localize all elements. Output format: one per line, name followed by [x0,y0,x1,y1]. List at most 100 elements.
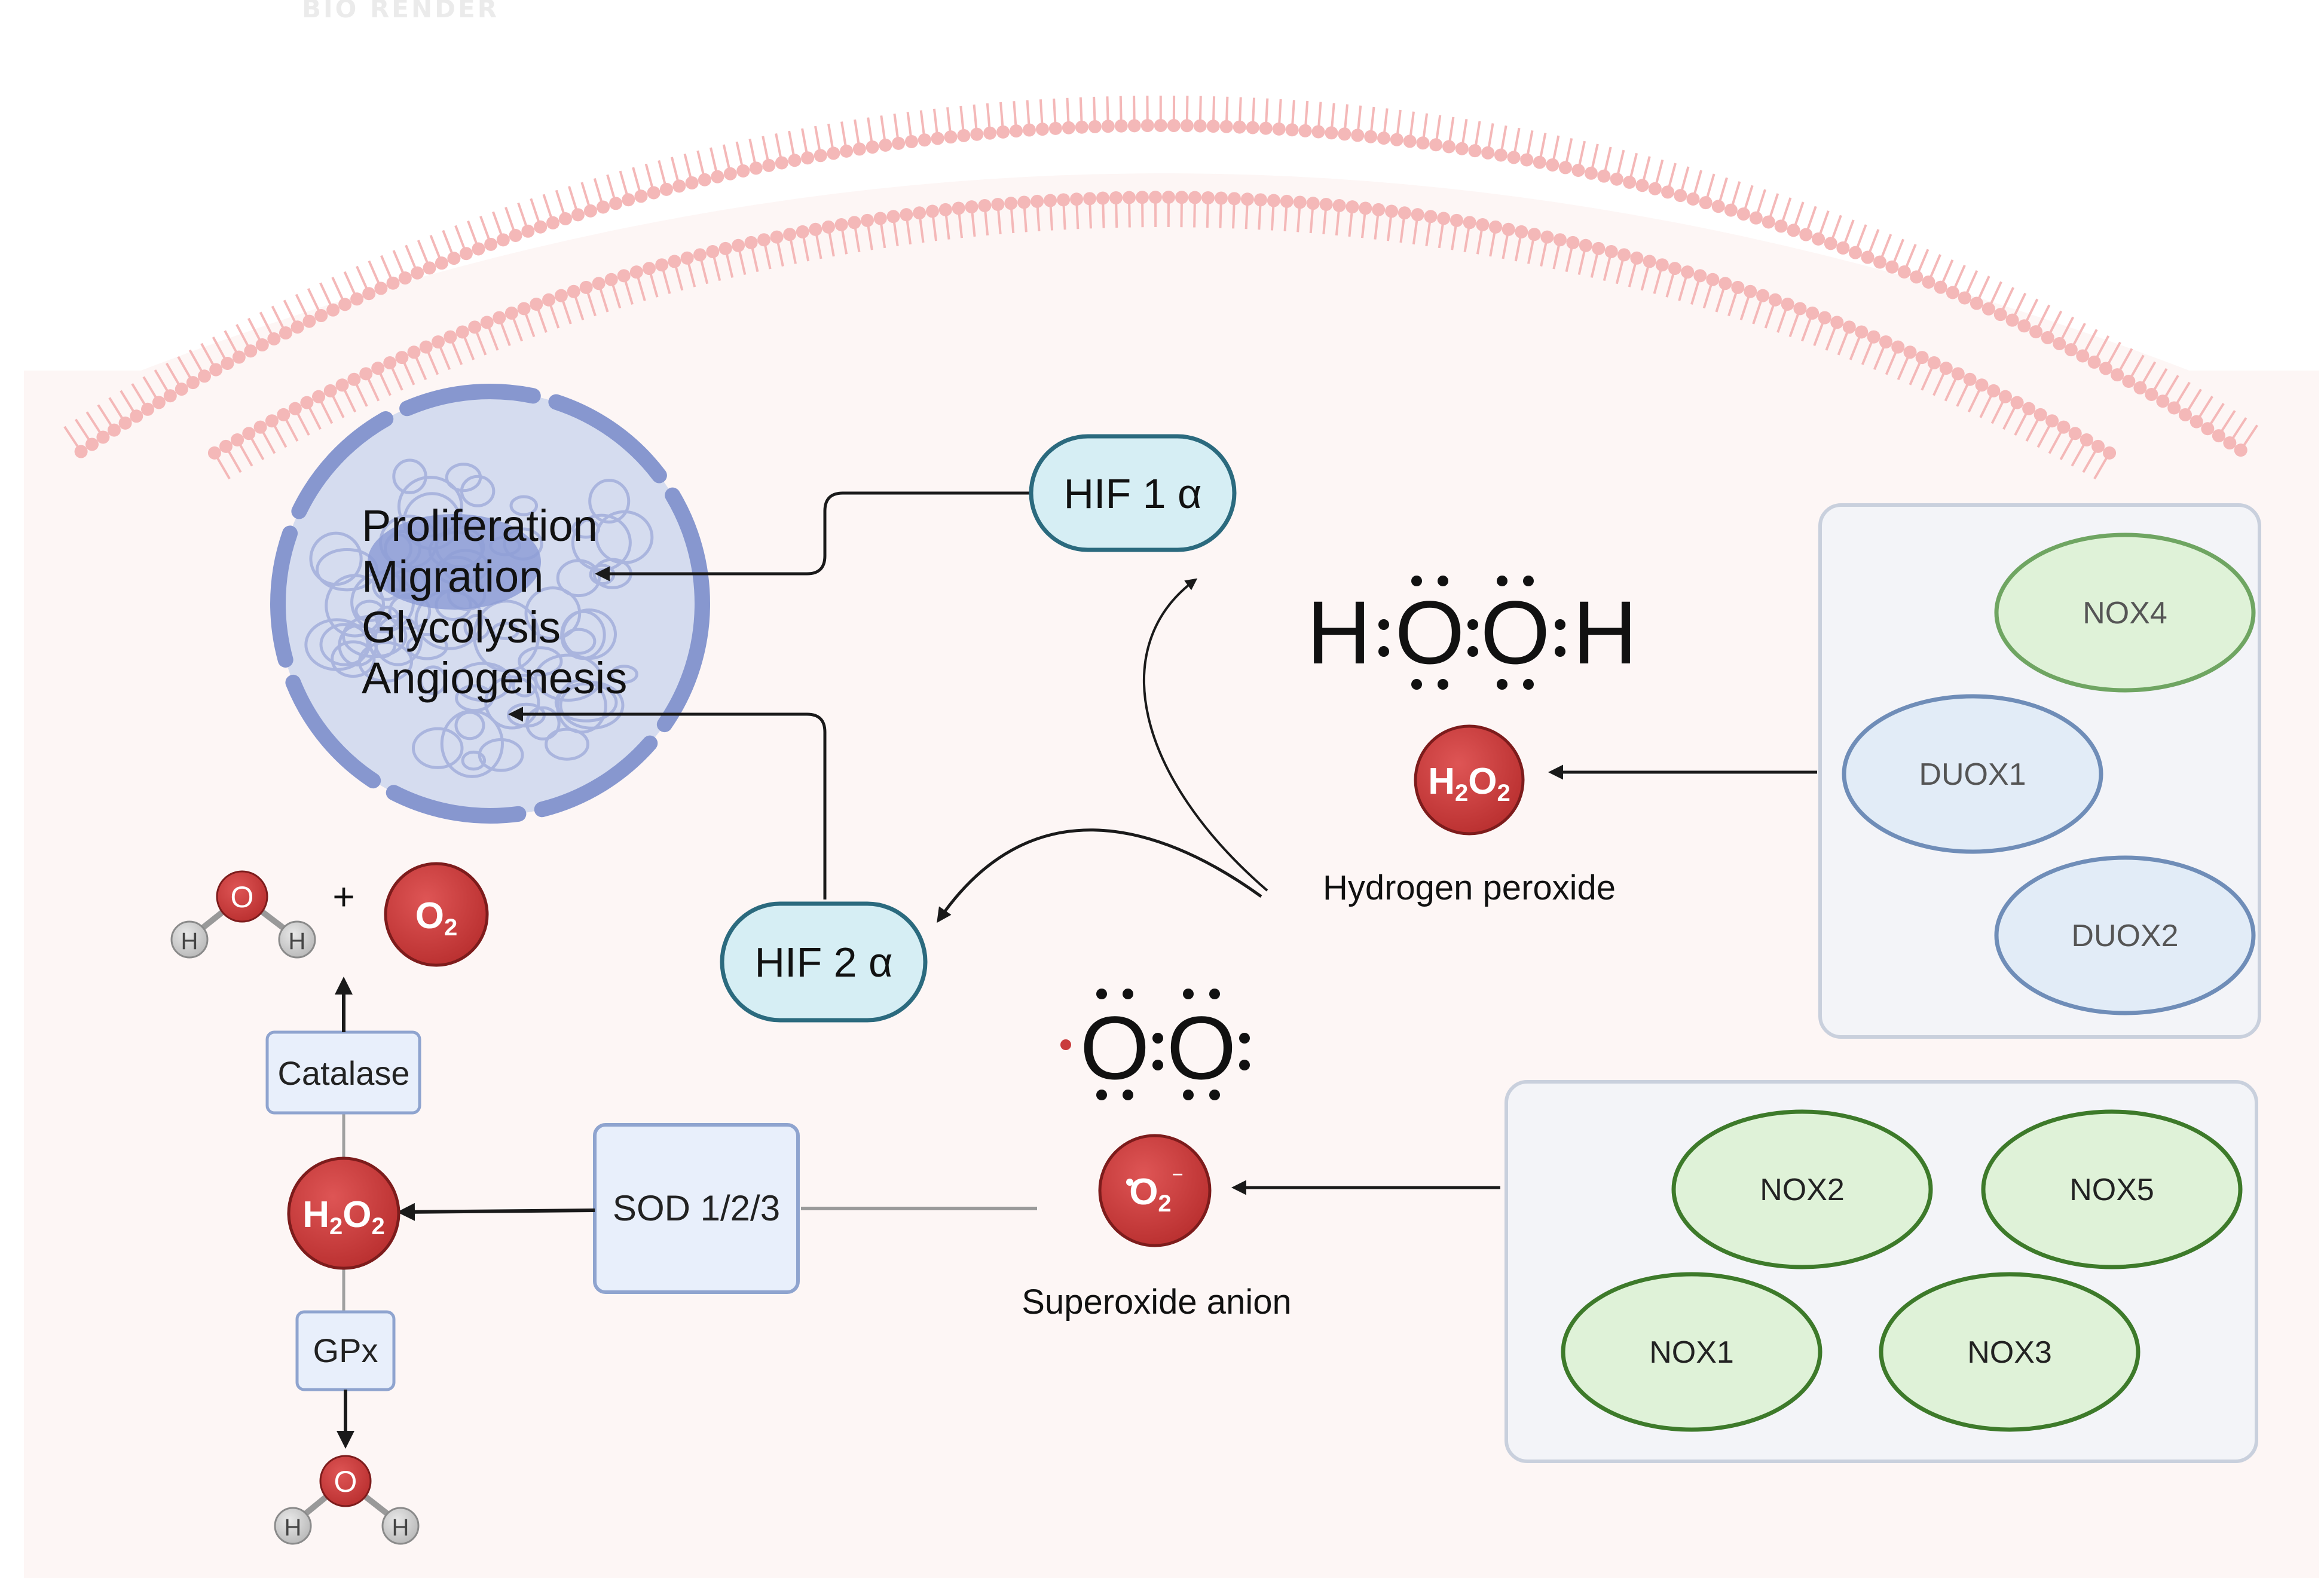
lipid-head [2091,439,2105,453]
chromatin-loop [460,475,496,507]
electron-dot [1152,1060,1163,1070]
lipid-head [1385,204,1399,218]
lipid-head [1364,130,1378,143]
nucleus [270,384,710,824]
lipid-head [749,161,763,175]
lewis-o-left: O [1395,582,1465,683]
lipid-head [2223,436,2237,450]
lipid-head [1140,119,1154,133]
lipid-head [1873,255,1887,269]
lipid-head [801,151,815,165]
lipid-head [1643,255,1656,268]
lipid-head [347,372,361,386]
lipid-head [821,220,835,234]
lipid-head [711,170,724,183]
lipid-head [579,280,593,294]
lipid-head [900,208,913,222]
lipid-head [2178,408,2192,421]
lipid-head [493,311,506,325]
lipid-head [300,396,314,409]
lipid-head [1610,172,1623,186]
lipid-head [383,356,397,370]
lipid-head [107,423,121,437]
lipid-head [447,252,461,265]
lipid-head [1623,175,1637,189]
lipid-head [1806,306,1820,320]
lipid-head [1022,123,1036,137]
lipid-head [1030,194,1044,208]
lipid-head [362,287,376,301]
lipid-head [1429,138,1443,152]
lipid-head [152,396,166,409]
chromatin-loop [373,614,423,666]
lipid-head [219,439,233,453]
superoxide-electron-dots [1096,989,1250,1100]
lewis-h-left: H [1307,582,1371,683]
lipid-head [1062,121,1075,134]
lipid-head [1377,131,1390,145]
lipid-head [468,320,482,334]
lipid-head [279,326,292,340]
lipid-head [609,197,623,210]
lipid-head [1455,142,1469,155]
process-glycolysis: Glycolysis [362,602,561,652]
cell-process-list: Proliferation Migration Glycolysis Angio… [362,501,627,703]
lipid-head [1655,258,1669,272]
chromatin-loop [491,622,520,640]
hydrogen-peroxide-lewis-structure: H O O H [1307,576,1637,690]
lipid-head [265,414,279,428]
lipid-head [1267,194,1280,207]
lipid-head [323,384,337,397]
superoxide-molecule: O2⁻ [1098,1134,1212,1247]
lipid-head [207,446,221,460]
lipid-head [1416,136,1430,150]
enzyme-nox1: NOX1 [1649,1335,1734,1370]
lipid-head [1004,197,1018,210]
lipid-head [2057,420,2071,434]
lipid-head [484,237,498,251]
lipid-head [130,409,143,423]
lipid-head [242,427,256,440]
lipid-head [407,345,421,359]
hif1-alpha-node: HIF 1 α [1029,434,1237,552]
lipid-head [118,416,132,430]
water2-h-left-label: H [285,1514,302,1541]
lipid-head [757,233,771,247]
lipid-head [1463,216,1476,230]
lipid-head [1219,120,1233,133]
lipid-head [1520,153,1534,167]
lipid-head [1214,191,1228,205]
lipid-head [783,228,797,241]
lipid-head [1635,179,1649,192]
lipid-head [1674,189,1687,203]
gpx-enzyme: GPx [295,1310,396,1391]
superoxide-lewis-structure: O O [1060,989,1250,1100]
lipid-head [913,206,926,220]
lipid-head [1915,351,1929,365]
lipid-head [604,273,618,286]
biorender-watermark: BIO RENDER [302,0,500,23]
lipid-head [1351,128,1365,142]
lipid-head [1597,169,1611,183]
lipid-head [744,235,758,249]
lipid-head [834,218,848,232]
lipid-head [186,376,200,390]
lipid-head [1592,241,1606,255]
lipid-head [1861,250,1875,264]
lipid-head [1799,228,1813,241]
lipid-head [1398,206,1411,220]
lipid-head [938,203,952,216]
water-h-left-label: H [181,928,198,954]
lewis-electron-dots [1378,576,1565,690]
lipid-head [504,306,518,320]
lipid-head [1946,286,1959,299]
lipid-head [732,238,745,252]
lipid-head [312,390,326,403]
lipid-head [978,198,992,212]
lipid-head [873,212,887,225]
lipid-head [1744,284,1757,298]
chromatin-loop [374,605,400,631]
lipid-head [1096,191,1110,205]
lipid-head [1706,273,1720,286]
chromatin-loop [331,640,376,678]
